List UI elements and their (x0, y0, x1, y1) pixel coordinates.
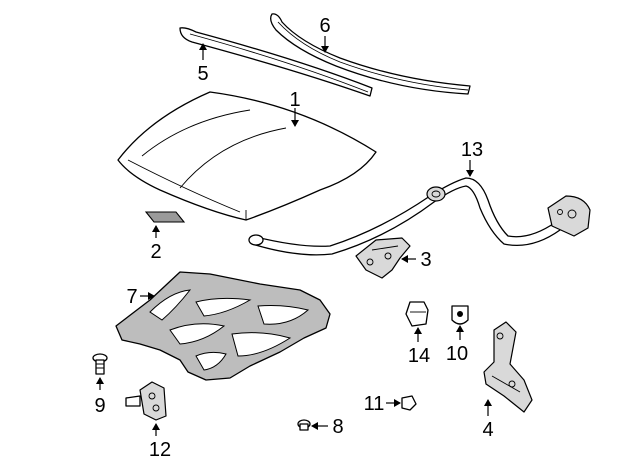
callout-10: 10 (446, 343, 468, 365)
part-3-latch-bracket (355, 237, 411, 279)
callout-11: 11 (364, 393, 385, 415)
part-6-rear-seal (270, 13, 471, 95)
callout-2: 2 (150, 241, 161, 263)
part-1-hood (117, 91, 377, 221)
part-2-pad (144, 211, 186, 223)
part-4-hinge (483, 321, 533, 413)
callout-9: 9 (94, 395, 105, 417)
part-13-release-cable (248, 177, 591, 256)
part-8-screw (297, 419, 311, 431)
callout-7: 7 (126, 286, 137, 308)
part-5-front-seal (179, 27, 373, 97)
callout-labels: 1 2 3 4 5 6 7 8 9 10 11 12 13 14 (94, 15, 493, 461)
part-10-bumper-cap (451, 305, 469, 325)
callout-4: 4 (482, 419, 493, 441)
callout-8: 8 (332, 416, 343, 438)
part-7-insulator (115, 271, 331, 381)
leader-lines (96, 36, 492, 436)
part-14-bumper (405, 301, 429, 327)
part-9-bolt (92, 353, 108, 375)
callout-1: 1 (289, 89, 300, 111)
callout-14: 14 (408, 345, 430, 367)
callout-6: 6 (319, 15, 330, 37)
part-12-latch (125, 381, 167, 421)
callout-13: 13 (461, 139, 483, 161)
callout-12: 12 (149, 439, 171, 461)
callout-5: 5 (197, 63, 208, 85)
callout-3: 3 (420, 249, 431, 271)
part-11-clip (401, 395, 417, 411)
